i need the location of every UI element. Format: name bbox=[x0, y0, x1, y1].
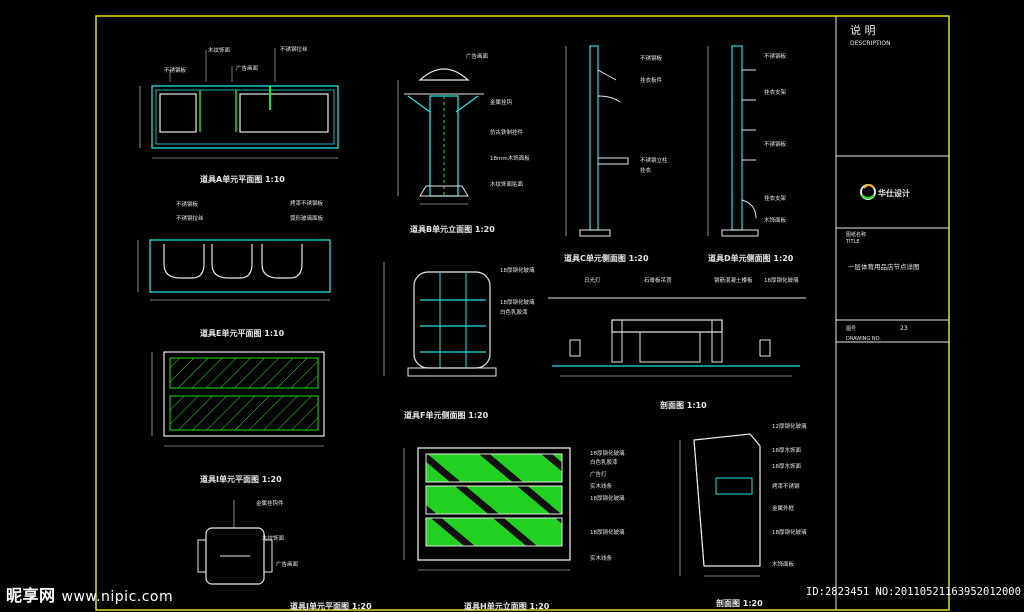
view-j-plan: 金属挂钩件 木纹饰面 广告画面 道具J单元平面图 1:20 bbox=[197, 499, 372, 611]
note-b-2: 金属挂钩 bbox=[490, 98, 513, 106]
note-a-4: 不锈钢拉丝 bbox=[280, 45, 308, 53]
note-g-3: 钢筋混凝土楼板 bbox=[714, 276, 753, 284]
note-c-3: 不锈钢立柱 bbox=[640, 156, 668, 164]
note-e-4: 弧形玻璃面板 bbox=[290, 214, 324, 222]
note-d-3: 不锈钢板 bbox=[764, 140, 787, 148]
view-e-plan: 不锈钢板 不锈钢拉丝 烤漆不锈钢板 弧形玻璃面板 道具E单元平面图 1:10 bbox=[137, 199, 331, 338]
note-i-3: 广告画面 bbox=[276, 560, 299, 568]
note-b-5: 木纹饰面贴面 bbox=[490, 180, 524, 188]
note-b-4: 18mm木饰面板 bbox=[490, 154, 530, 162]
caption-j: 道具J单元平面图 1:20 bbox=[290, 601, 372, 611]
note-b-3: 仿古铁制挂件 bbox=[490, 128, 524, 136]
drawing-title: 一层体育用品店节点详图 bbox=[848, 262, 920, 271]
view-g-section: 日光灯 石膏板吊顶 钢筋混凝土楼板 18厚钢化玻璃 剖面图 1:10 bbox=[548, 276, 806, 410]
note-b-1: 广告画面 bbox=[466, 52, 489, 60]
note-c-1: 不锈钢板 bbox=[640, 54, 663, 62]
note-e-3: 烤漆不锈钢板 bbox=[290, 199, 324, 207]
note-i-1: 金属挂钩件 bbox=[256, 499, 284, 507]
note-h-7: 实木线条 bbox=[590, 554, 613, 562]
note-k-2: 18厚木饰面 bbox=[772, 446, 801, 454]
note-k-4: 烤漆不锈钢 bbox=[772, 482, 800, 490]
note-d-1: 不锈钢板 bbox=[764, 52, 787, 60]
note-k-1: 12厚钢化玻璃 bbox=[772, 422, 807, 430]
logo-text: 华仕设计 bbox=[878, 188, 910, 198]
note-d-2: 挂衣支架 bbox=[764, 88, 787, 96]
note-f-1: 18厚钢化玻璃 bbox=[500, 266, 535, 274]
caption-b: 道具B单元立面图 1:20 bbox=[410, 224, 495, 234]
watermark-id: ID:2823451 NO:20110521163952012000 bbox=[806, 586, 1021, 598]
note-k-6: 18厚钢化玻璃 bbox=[772, 528, 807, 536]
note-a-2: 木纹饰面 bbox=[208, 46, 231, 54]
note-e-1: 不锈钢板 bbox=[176, 200, 199, 208]
drawing-no-en: DRAWING NO. bbox=[846, 336, 881, 342]
view-h-elevation: 18厚钢化玻璃 白色乳胶漆 广告灯 实木线条 18厚钢化玻璃 18厚钢化玻璃 实… bbox=[403, 447, 625, 611]
note-e-2: 不锈钢拉丝 bbox=[176, 214, 204, 222]
note-k-3: 18厚木饰面 bbox=[772, 462, 801, 470]
note-a-3: 广告画面 bbox=[236, 64, 259, 72]
note-g-4: 18厚钢化玻璃 bbox=[764, 276, 799, 284]
note-c-2: 挂衣板件 bbox=[640, 76, 663, 84]
watermark-brand-text: 昵享网 bbox=[6, 586, 56, 605]
note-k-7: 木饰面板 bbox=[772, 560, 795, 568]
note-h-5: 18厚钢化玻璃 bbox=[590, 494, 625, 502]
company-logo: 华仕设计 bbox=[860, 184, 910, 200]
caption-l: 剖面图 1:20 bbox=[716, 598, 763, 608]
note-h-1: 18厚钢化玻璃 bbox=[590, 449, 625, 457]
note-g-1: 日光灯 bbox=[584, 276, 601, 284]
note-d-5: 木饰面板 bbox=[764, 216, 787, 224]
caption-i: 道具I单元平面图 1:20 bbox=[200, 474, 282, 484]
view-f-side: 18厚钢化玻璃 18厚钢化玻璃 白色乳胶漆 道具F单元侧面图 1:20 bbox=[383, 262, 535, 420]
note-a-1: 不锈钢板 bbox=[164, 66, 187, 74]
caption-g: 剖面图 1:10 bbox=[660, 400, 707, 410]
description-en: DESCRIPTION bbox=[850, 40, 891, 47]
caption-d: 道具D单元侧面图 1:20 bbox=[708, 253, 794, 263]
view-b-elevation: 广告画面 金属挂钩 仿古铁制挂件 18mm木饰面板 木纹饰面贴面 道具B单元立面… bbox=[397, 52, 530, 234]
note-h-3: 广告灯 bbox=[590, 470, 607, 478]
caption-f: 道具F单元侧面图 1:20 bbox=[404, 410, 489, 420]
note-d-4: 挂衣支架 bbox=[764, 194, 787, 202]
title-label-en: TITLE bbox=[845, 239, 860, 245]
watermark-url: www.nipic.com bbox=[61, 589, 174, 605]
note-i-2: 木纹饰面 bbox=[262, 534, 285, 542]
caption-e: 道具E单元平面图 1:10 bbox=[200, 328, 285, 338]
note-f-3: 白色乳胶漆 bbox=[500, 308, 528, 316]
watermark-brand: 昵享网 www.nipic.com bbox=[6, 582, 173, 606]
view-c-side: 不锈钢板 挂衣板件 不锈钢立柱 挂衣 道具C单元侧面图 1:20 bbox=[564, 45, 668, 263]
view-i-plan: 道具I单元平面图 1:20 bbox=[151, 351, 325, 484]
note-k-5: 金属外框 bbox=[772, 504, 795, 512]
note-c-4: 挂衣 bbox=[640, 166, 652, 174]
note-h-4: 实木线条 bbox=[590, 482, 613, 490]
note-h-2: 白色乳胶漆 bbox=[590, 458, 618, 466]
note-g-2: 石膏板吊顶 bbox=[644, 276, 672, 284]
description-title: 说 明 bbox=[850, 23, 876, 37]
caption-c: 道具C单元侧面图 1:20 bbox=[564, 253, 649, 263]
drawing-no-label: 图号 bbox=[846, 326, 856, 332]
sheet-outer-frame bbox=[95, 15, 950, 611]
title-label: 图纸名称 bbox=[846, 231, 866, 238]
note-f-2: 18厚钢化玻璃 bbox=[500, 298, 535, 306]
view-a-plan: 不锈钢板 木纹饰面 广告画面 不锈钢拉丝 道具A单元平面图 1:10 bbox=[139, 45, 339, 184]
view-l-section: 12厚钢化玻璃 18厚木饰面 18厚木饰面 烤漆不锈钢 金属外框 18厚钢化玻璃… bbox=[679, 422, 807, 608]
caption-a: 道具A单元平面图 1:10 bbox=[200, 174, 285, 184]
drawing-no-value: 23 bbox=[900, 325, 908, 332]
note-h-6: 18厚钢化玻璃 bbox=[590, 528, 625, 536]
title-block: 说 明 DESCRIPTION 华仕设计 图纸名称 TITLE 一层体育用品店节… bbox=[836, 23, 949, 343]
view-d-side: 不锈钢板 挂衣支架 不锈钢板 挂衣支架 木饰面板 道具D单元侧面图 1:20 bbox=[707, 45, 794, 263]
caption-h: 道具H单元立面图 1:20 bbox=[464, 601, 550, 611]
